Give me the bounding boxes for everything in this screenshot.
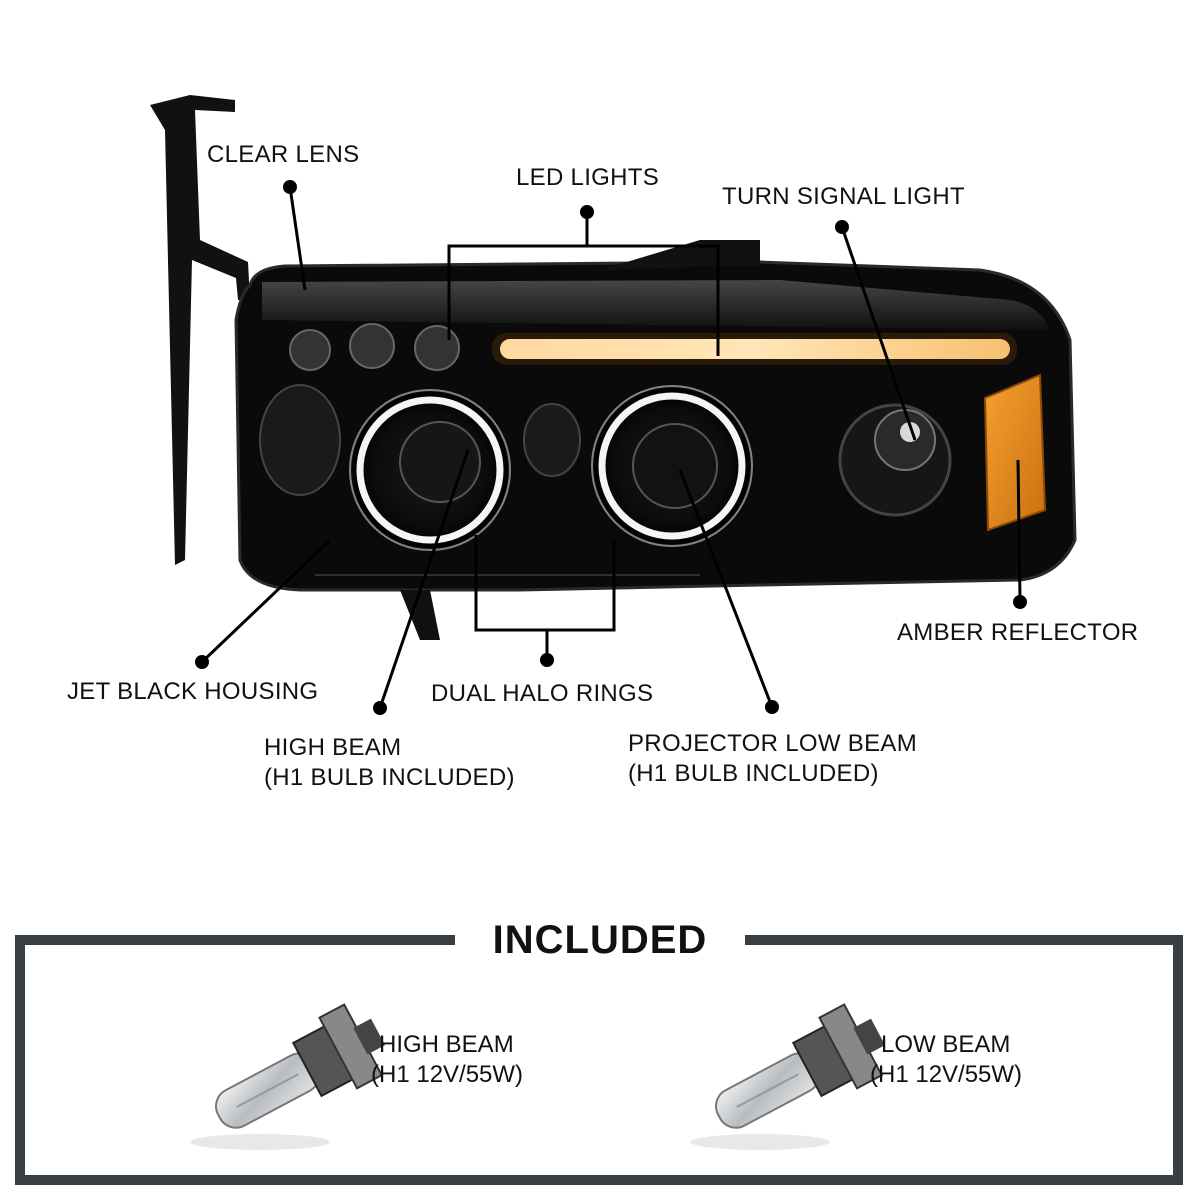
included-frame (15, 935, 1183, 1185)
amber-reflector (983, 373, 1047, 532)
included-item-low-beam: LOW BEAM (H1 12V/55W) (870, 1030, 1022, 1090)
included-item-high-beam-line1: HIGH BEAM (379, 1031, 514, 1058)
callout-projector-low-line2: (H1 BULB INCLUDED) (628, 760, 879, 787)
included-title: INCLUDED (492, 918, 708, 962)
low-beam-projector (591, 385, 753, 547)
callout-dual-halo-rings: DUAL HALO RINGS (431, 680, 654, 707)
callout-high-beam-line2: (H1 BULB INCLUDED) (264, 764, 515, 791)
included-item-high-beam: HIGH BEAM (H1 12V/55W) (371, 1030, 523, 1090)
callout-clear-lens: CLEAR LENS (207, 141, 360, 168)
callout-turn-signal: TURN SIGNAL LIGHT (722, 183, 965, 210)
callout-projector-low-beam: PROJECTOR LOW BEAM (H1 BULB INCLUDED) (628, 729, 917, 789)
callout-led-lights: LED LIGHTS (516, 164, 660, 191)
turn-signal-projector (838, 403, 952, 517)
mounting-bracket (150, 95, 250, 565)
callout-lines (200, 186, 1022, 709)
high-beam-projector (349, 389, 511, 551)
callout-projector-low-line1: PROJECTOR LOW BEAM (628, 730, 917, 757)
included-item-high-beam-line2: (H1 12V/55W) (371, 1061, 524, 1088)
callout-amber-reflector: AMBER REFLECTOR (897, 619, 1139, 646)
led-light-strip (492, 333, 1017, 365)
callout-jet-black-housing: JET BLACK HOUSING (67, 678, 319, 705)
included-item-low-beam-line2: (H1 12V/55W) (870, 1061, 1023, 1088)
led-dots (289, 323, 460, 371)
callout-dots (195, 180, 1027, 715)
h1-bulb-high-beam (190, 1003, 386, 1150)
h1-bulb-low-beam (690, 1003, 886, 1150)
callout-high-beam: HIGH BEAM (H1 BULB INCLUDED) (264, 733, 515, 793)
callout-high-beam-line1: HIGH BEAM (264, 734, 402, 761)
included-item-low-beam-line1: LOW BEAM (881, 1031, 1011, 1058)
